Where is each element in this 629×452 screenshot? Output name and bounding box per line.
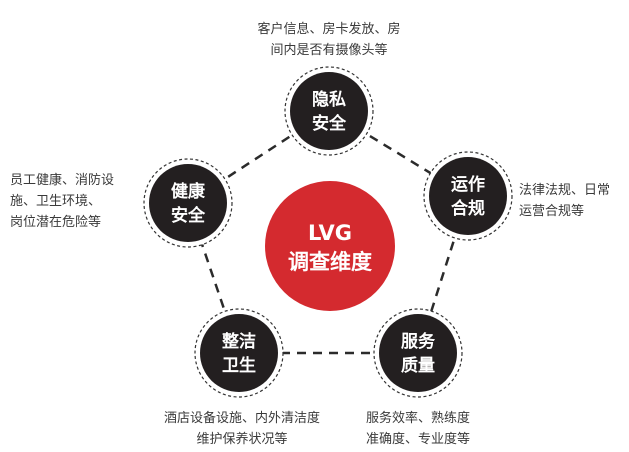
node-label-line1: 整洁 xyxy=(222,331,256,352)
description-health: 员工健康、消防设 施、卫生环境、 岗位潜在危险等 xyxy=(10,172,114,230)
node-label-line1: 服务 xyxy=(401,331,436,352)
description-line: 员工健康、消防设 xyxy=(10,172,114,188)
node-disc xyxy=(149,164,227,242)
center-label-line1: LVG xyxy=(308,221,352,245)
node-service-quality: 服务 质量 xyxy=(373,308,463,398)
description-line: 准确度、专业度等 xyxy=(366,431,470,447)
description-line: 岗位潜在危险等 xyxy=(10,214,101,230)
description-line: 维护保养状况等 xyxy=(196,431,287,447)
node-label-line1: 运作 xyxy=(451,174,485,195)
center-node: LVG 调查维度 xyxy=(265,181,395,311)
node-privacy-security: 隐私 安全 xyxy=(284,66,374,156)
node-label-line2: 合规 xyxy=(451,198,485,219)
description-line: 运营合规等 xyxy=(519,203,584,219)
description-line: 服务效率、熟练度 xyxy=(366,410,470,426)
description-compliance: 法律法规、日常 运营合规等 xyxy=(519,183,610,219)
node-label-line2: 安全 xyxy=(171,205,206,226)
description-hygiene: 酒店设备设施、内外清洁度 维护保养状况等 xyxy=(164,410,320,447)
description-line: 酒店设备设施、内外清洁度 xyxy=(164,410,320,426)
description-line: 间内是否有摄像头等 xyxy=(270,42,387,58)
description-service: 服务效率、熟练度 准确度、专业度等 xyxy=(366,410,470,447)
node-label-line1: 健康 xyxy=(171,181,206,202)
description-privacy: 客户信息、房卡发放、房 间内是否有摄像头等 xyxy=(257,21,400,58)
node-health-safety: 健康 安全 xyxy=(143,158,233,248)
node-disc xyxy=(200,314,278,392)
node-disc xyxy=(290,72,368,150)
node-disc xyxy=(379,314,457,392)
node-label-line2: 卫生 xyxy=(222,355,256,376)
center-circle xyxy=(265,181,395,311)
node-disc xyxy=(429,157,507,235)
node-label-line2: 安全 xyxy=(312,113,347,134)
description-line: 法律法规、日常 xyxy=(519,183,610,198)
description-line: 客户信息、房卡发放、房 xyxy=(257,21,400,37)
connector-health-privacy xyxy=(187,109,330,205)
center-label-line2: 调查维度 xyxy=(288,250,372,274)
node-operation-compliance: 运作 合规 xyxy=(423,151,513,241)
description-line: 施、卫生环境、 xyxy=(10,194,101,209)
node-cleanliness-hygiene: 整洁 卫生 xyxy=(194,308,284,398)
node-label-line1: 隐私 xyxy=(312,89,346,110)
connector-compliance-service xyxy=(416,195,470,354)
node-label-line2: 质量 xyxy=(401,355,435,376)
